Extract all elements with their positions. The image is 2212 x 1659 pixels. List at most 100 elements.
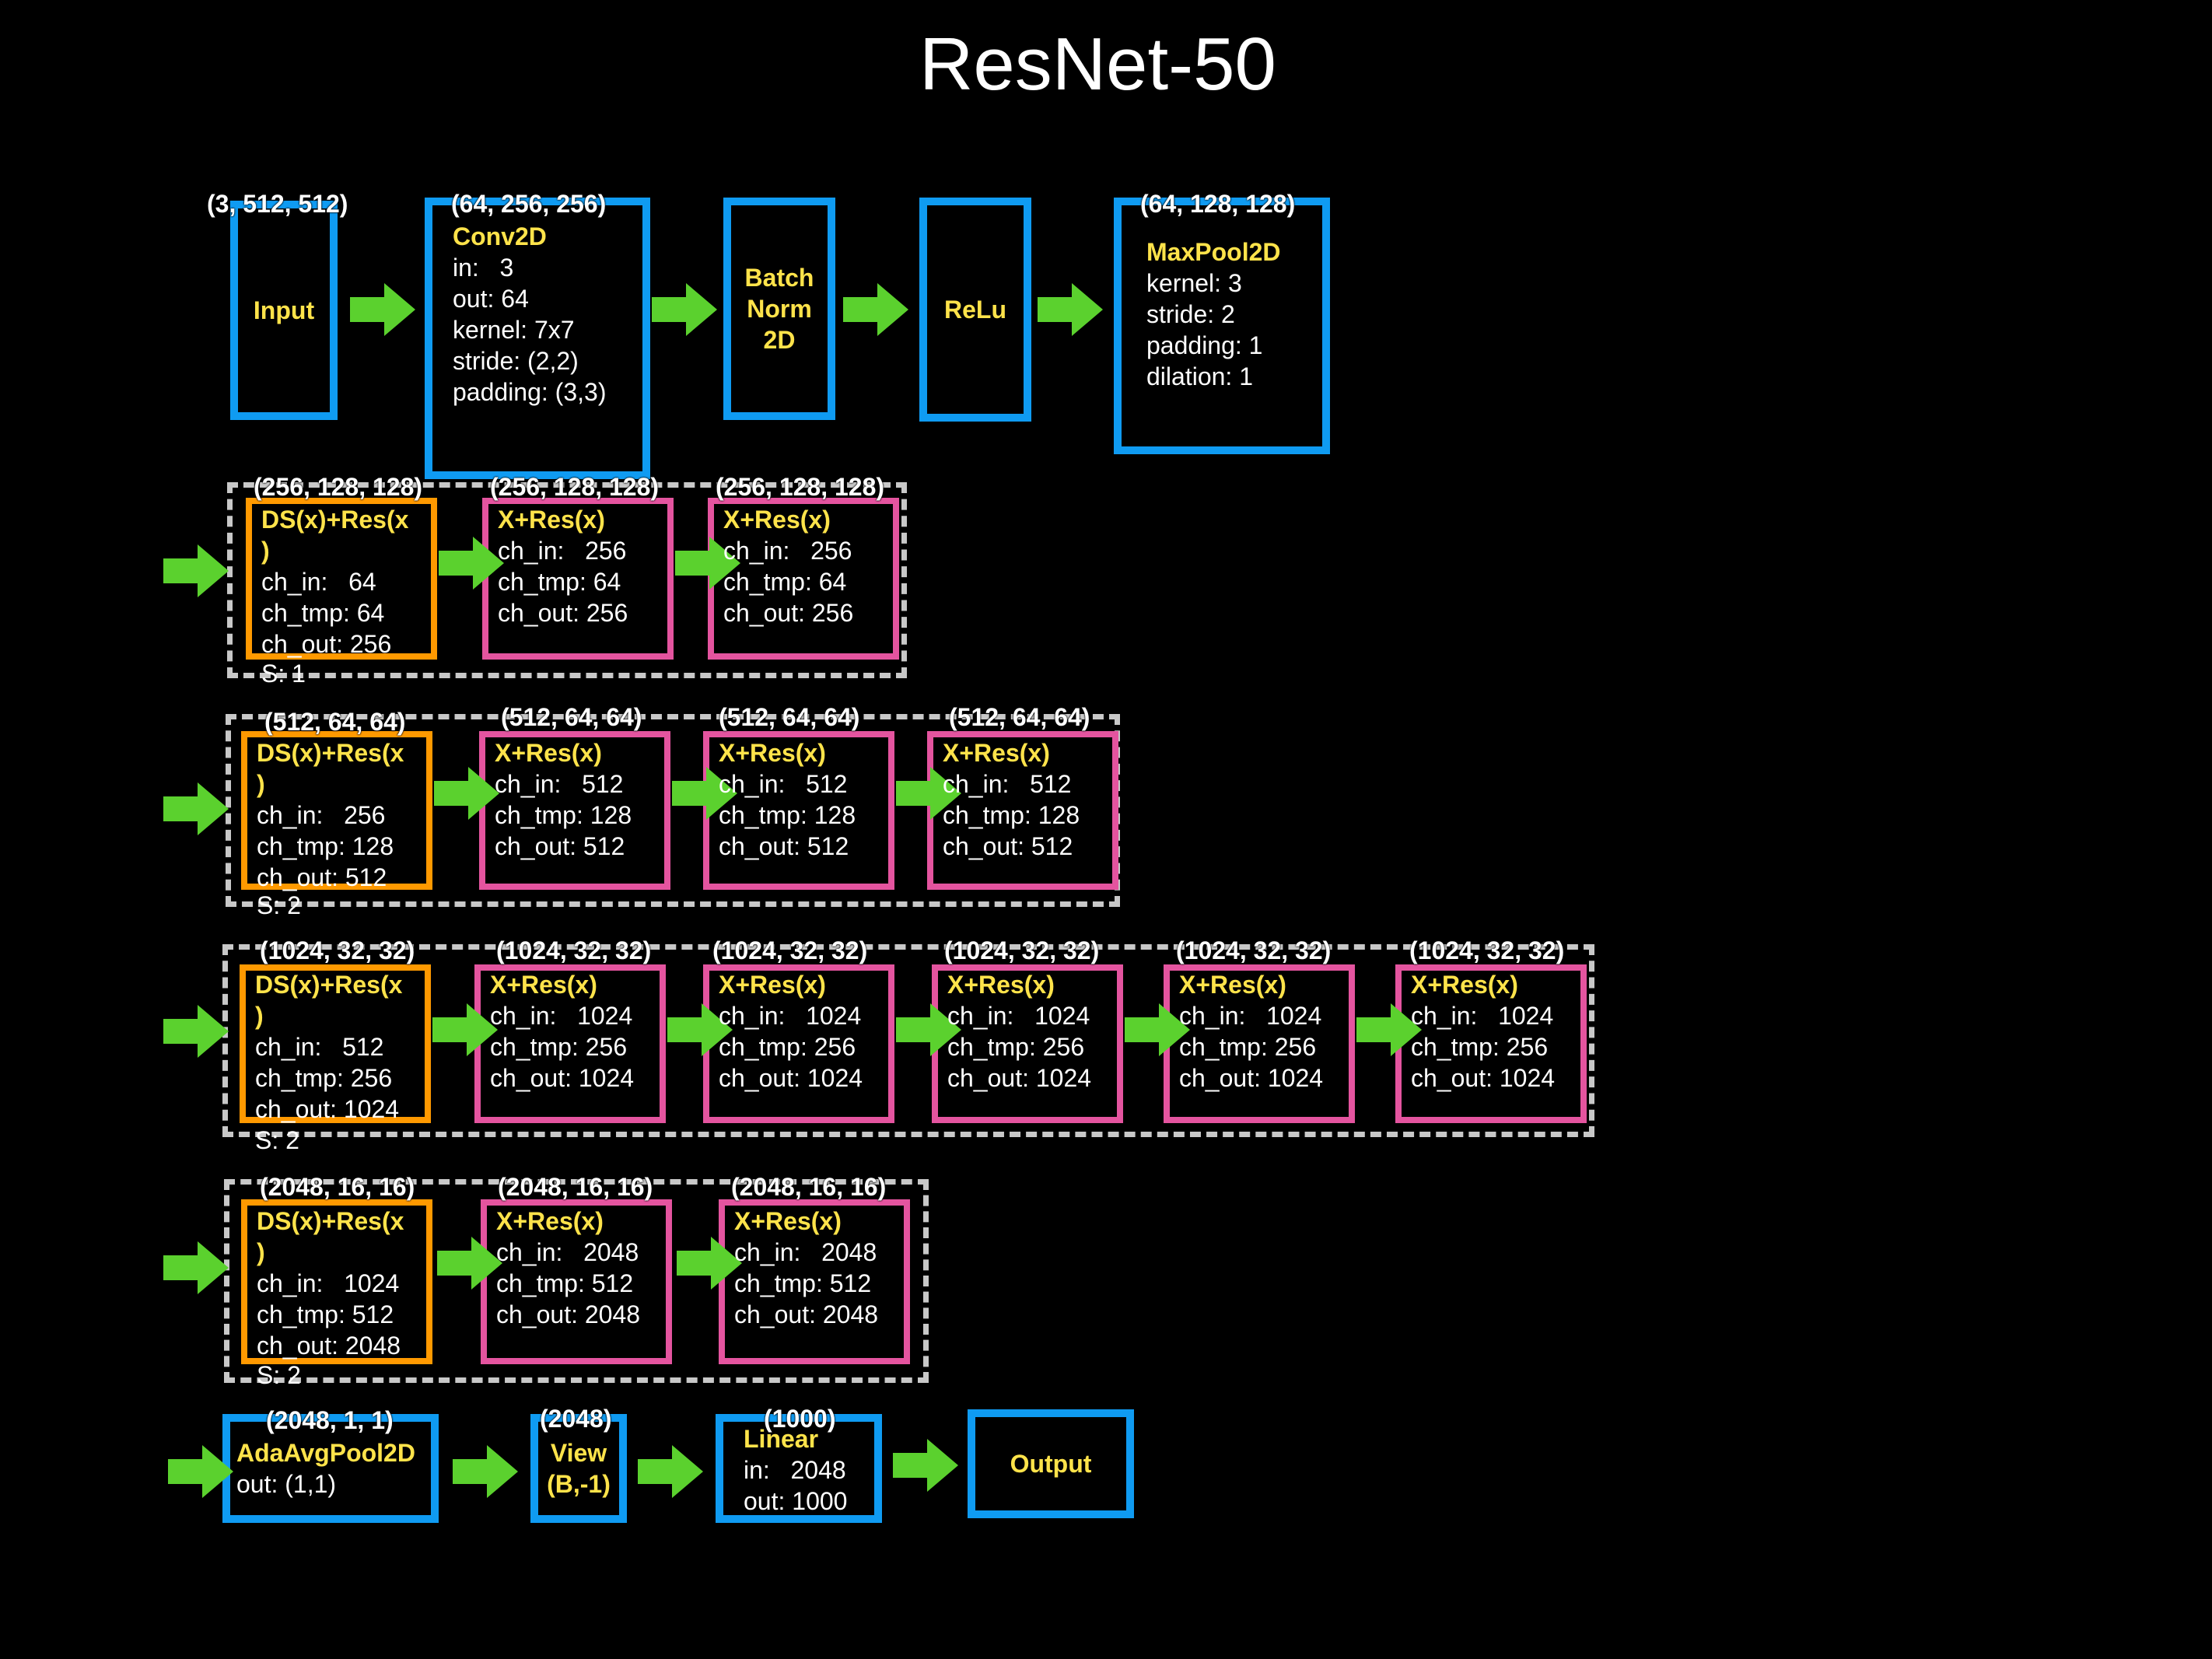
linear-param: in: 2048 xyxy=(744,1456,846,1484)
conv2d-box xyxy=(425,198,650,479)
output-content: Output xyxy=(968,1409,1134,1518)
layer3-block-3-param: ch_in: 1024 xyxy=(719,1002,862,1030)
layer1-group xyxy=(227,482,907,678)
input-shape-label: (3, 512, 512) xyxy=(207,190,348,218)
layer3-block-4-param: ch_in: 1024 xyxy=(947,1002,1090,1030)
relu-title: ReLu xyxy=(944,296,1006,324)
layer3-block-3-shape-label: (1024, 32, 32) xyxy=(712,936,868,964)
linear-shape-label: (1000) xyxy=(764,1405,836,1433)
layer1-block-1-title: DS(x)+Res(x ) xyxy=(261,506,409,565)
flow-arrow-icon xyxy=(896,1003,961,1056)
flow-arrow-icon xyxy=(350,283,415,336)
input-box xyxy=(230,201,338,420)
flow-arrow-icon xyxy=(675,537,740,590)
flow-arrow-icon xyxy=(163,782,229,835)
layer3-block-2-param: ch_tmp: 256 xyxy=(490,1033,628,1061)
layer3-block-2-shape-label: (1024, 32, 32) xyxy=(496,936,652,964)
layer2-block-4-param: ch_tmp: 128 xyxy=(943,801,1080,829)
flow-arrow-icon xyxy=(432,1003,498,1056)
layer1-block-2-param: ch_tmp: 64 xyxy=(498,568,621,596)
layer3-block-4-box xyxy=(932,964,1123,1123)
avgpool-box xyxy=(222,1414,439,1523)
conv2d-param: kernel: 7x7 xyxy=(453,316,575,344)
layer3-block-4-param: ch_tmp: 256 xyxy=(947,1033,1085,1061)
layer2-block-2-shape-label: (512, 64, 64) xyxy=(501,703,642,731)
layer1-block-2-param: ch_out: 256 xyxy=(498,599,628,627)
conv2d-param: stride: (2,2) xyxy=(453,347,579,375)
layer3-block-1-param: ch_in: 512 xyxy=(255,1033,384,1061)
layer2-block-3-param: ch_in: 512 xyxy=(719,770,848,798)
layer1-block-1-param: ch_out: 256 xyxy=(261,630,392,658)
layer4-block-1-box xyxy=(241,1199,432,1364)
layer1-block-2-box xyxy=(482,498,674,660)
layer2-block-1-box xyxy=(241,731,432,890)
flow-arrow-icon xyxy=(667,1003,733,1056)
maxpool-title: MaxPool2D xyxy=(1146,238,1281,266)
layer3-block-1-box xyxy=(240,964,431,1123)
maxpool-param: kernel: 3 xyxy=(1146,269,1242,297)
layer4-block-1-title: DS(x)+Res(x ) xyxy=(257,1207,404,1266)
layer1-block-1-content: DS(x)+Res(x ) ch_in: 64 ch_tmp: 64 ch_out: … xyxy=(261,504,408,660)
layer2-block-1-param: ch_in: 256 xyxy=(257,801,386,829)
maxpool-param: padding: 1 xyxy=(1146,331,1263,359)
layer1-block-3-param: ch_in: 256 xyxy=(723,537,852,565)
flow-arrow-icon xyxy=(843,283,908,336)
layer2-block-3-shape-label: (512, 64, 64) xyxy=(719,703,860,731)
output-title: Output xyxy=(1010,1450,1092,1478)
maxpool-param: dilation: 1 xyxy=(1146,362,1253,390)
flow-arrow-icon xyxy=(652,283,717,336)
view-content: View (B,-1) xyxy=(530,1414,627,1523)
layer2-block-2-param: ch_tmp: 128 xyxy=(495,801,632,829)
layer4-block-1-param: ch_in: 1024 xyxy=(257,1269,400,1297)
layer4-block-3-param: ch_in: 2048 xyxy=(734,1238,877,1266)
layer2-block-2-param: ch_in: 512 xyxy=(495,770,624,798)
layer3-block-6-param: ch_in: 1024 xyxy=(1411,1002,1554,1030)
linear-param: out: 1000 xyxy=(744,1487,848,1515)
layer2-block-2-box xyxy=(479,731,670,890)
layer4-block-1-param: ch_tmp: 512 xyxy=(257,1300,394,1328)
layer2-block-1-shape-label: (512, 64, 64) xyxy=(264,708,406,736)
layer1-block-1-param: ch_in: 64 xyxy=(261,568,376,596)
avgpool-title: AdaAvgPool2D xyxy=(236,1439,415,1467)
diagram-title: ResNet-50 xyxy=(919,23,1276,106)
layer1-block-1-param: ch_tmp: 64 xyxy=(261,599,385,627)
layer3-block-2-param: ch_in: 1024 xyxy=(490,1002,633,1030)
layer1-block-3-param: ch_out: 256 xyxy=(723,599,854,627)
layer2-block-4-param: ch_out: 512 xyxy=(943,832,1073,860)
flow-arrow-icon xyxy=(1356,1003,1422,1056)
flow-arrow-icon xyxy=(434,767,499,820)
layer3-block-1-shape-label: (1024, 32, 32) xyxy=(260,936,415,964)
layer1-block-3-param: ch_tmp: 64 xyxy=(723,568,847,596)
layer3-block-5-param: ch_in: 1024 xyxy=(1179,1002,1322,1030)
layer2-block-3-param: ch_tmp: 128 xyxy=(719,801,856,829)
layer2-stride-label: S: 2 xyxy=(257,891,301,919)
flow-arrow-icon xyxy=(1125,1003,1190,1056)
flow-arrow-icon xyxy=(896,767,961,820)
conv2d-param: in: 3 xyxy=(453,254,514,282)
layer3-block-5-title: X+Res(x) xyxy=(1179,971,1286,999)
layer4-group xyxy=(224,1179,929,1383)
layer3-block-1-param: ch_tmp: 256 xyxy=(255,1064,393,1092)
flow-arrow-icon xyxy=(437,1237,502,1290)
layer2-block-4-shape-label: (512, 64, 64) xyxy=(949,703,1090,731)
flow-arrow-icon xyxy=(893,1439,958,1492)
layer3-block-6-shape-label: (1024, 32, 32) xyxy=(1409,936,1565,964)
layer4-block-3-shape-label: (2048, 16, 16) xyxy=(731,1173,887,1201)
layer3-block-5-param: ch_out: 1024 xyxy=(1179,1064,1324,1092)
layer4-block-3-title: X+Res(x) xyxy=(734,1207,842,1235)
layer2-block-1-param: ch_out: 512 xyxy=(257,863,387,891)
relu-content: ReLu xyxy=(919,198,1031,422)
layer4-block-3-param: ch_out: 2048 xyxy=(734,1300,879,1328)
linear-title: Linear xyxy=(744,1425,819,1453)
layer4-block-3-box xyxy=(719,1199,910,1364)
